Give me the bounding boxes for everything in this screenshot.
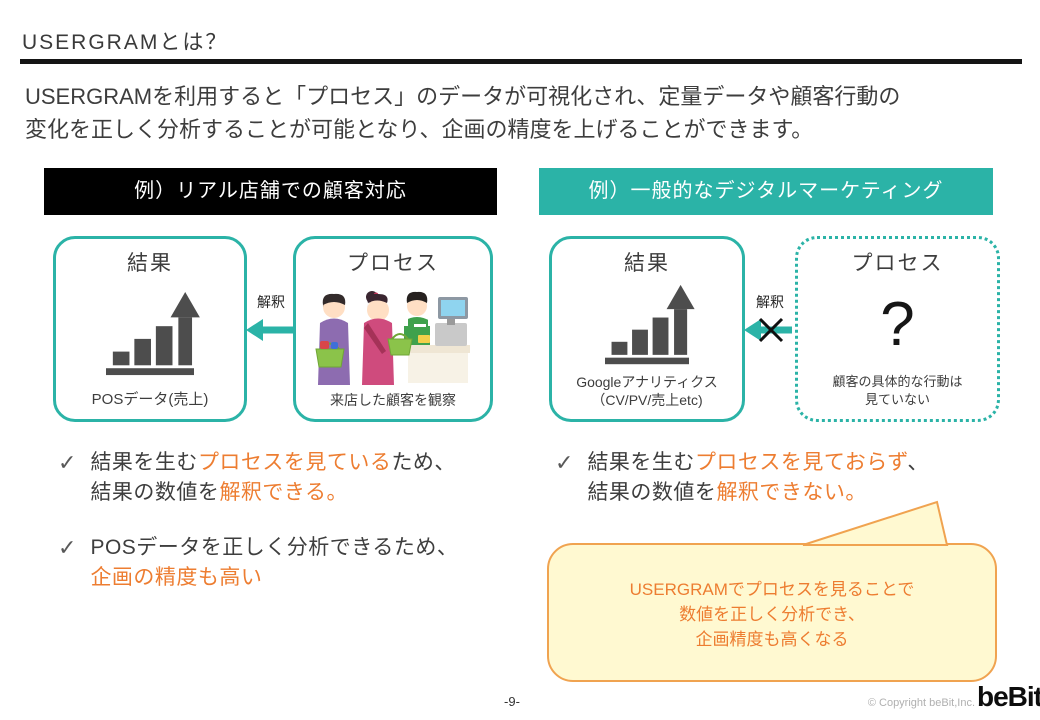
check-icon: ✓ — [58, 535, 77, 560]
title-divider — [20, 59, 1022, 64]
text-segment-orange: 企画の精度も高い — [90, 566, 263, 589]
left-bullet-2: ✓ POSデータを正しく分析できるため、 企画の精度も高い — [58, 533, 458, 593]
page-title: USERGRAMとは？ — [22, 31, 229, 54]
usergram-callout-bubble: USERGRAMでプロセスを見ることで 数値を正しく分析でき、 企画精度も高くな… — [547, 543, 997, 682]
right-arrow-label: 解釈 — [756, 294, 784, 310]
check-icon: ✓ — [555, 450, 574, 475]
left-column-header: 例）リアル店舗での顧客対応 — [44, 168, 497, 215]
right-column-header: 例）一般的なデジタルマーケティング — [539, 168, 993, 215]
cross-icon — [758, 317, 784, 343]
text-segment-orange: プロセスを見ている — [197, 451, 392, 474]
intro-text: USERGRAMを利用すると「プロセス」のデータが可視化され、定量データや顧客行… — [25, 80, 900, 146]
right-arrow-icon — [744, 319, 792, 341]
right-process-caption: 顧客の具体的な行動は 見ていない — [832, 373, 962, 409]
question-mark: ? — [880, 290, 915, 359]
page-number: -9- — [504, 694, 520, 709]
right-result-box: 結果 Googleアナリティクス （CV/PV/売上etc) — [549, 236, 745, 422]
text-segment: ため、 — [391, 451, 456, 474]
check-icon: ✓ — [58, 450, 77, 475]
left-bullet-1-text: 結果を生むプロセスを見ているため、 結果の数値を解釈できる。 — [90, 448, 456, 508]
text-segment: POSデータを正しく分析できるため、 — [90, 536, 459, 559]
right-process-title: プロセス — [851, 252, 944, 275]
right-result-caption-line2: （CV/PV/売上etc) — [591, 392, 703, 408]
left-bullet-1: ✓ 結果を生むプロセスを見ているため、 結果の数値を解釈できる。 — [58, 448, 456, 508]
text-segment: 結果の数値を — [587, 481, 717, 504]
text-segment: 結果を生む — [587, 451, 695, 474]
bar-chart-growth-icon — [106, 291, 200, 376]
bubble-tail — [802, 500, 949, 546]
bubble-line-1: USERGRAMでプロセスを見ることで — [629, 580, 915, 599]
text-segment: 、 — [907, 451, 929, 474]
bebit-logo: beBit — [977, 681, 1040, 712]
right-result-title: 結果 — [624, 252, 670, 275]
left-result-caption: POSデータ(売上) — [91, 391, 209, 408]
left-process-caption: 来店した顧客を観察 — [330, 392, 456, 408]
bar-chart-growth-icon — [605, 284, 695, 365]
right-bullet-1: ✓ 結果を生むプロセスを見ておらず、 結果の数値を解釈できない。 — [555, 448, 929, 508]
intro-line-2: 変化を正しく分析することが可能となり、企画の精度を上げることができます。 — [25, 117, 814, 142]
right-result-caption-line1: Googleアナリティクス — [576, 374, 718, 390]
right-bullet-1-text: 結果を生むプロセスを見ておらず、 結果の数値を解釈できない。 — [587, 448, 928, 508]
text-segment-orange: 解釈できない。 — [716, 481, 867, 504]
left-result-title: 結果 — [127, 252, 173, 275]
copyright-text: © Copyright beBit,Inc. — [867, 697, 975, 709]
right-process-caption-line2: 見ていない — [864, 392, 930, 407]
left-arrow-icon — [246, 319, 294, 341]
text-segment-orange: 解釈できる。 — [219, 481, 349, 504]
intro-line-1: USERGRAMを利用すると「プロセス」のデータが可視化され、定量データや顧客行… — [25, 84, 901, 109]
right-result-caption: Googleアナリティクス （CV/PV/売上etc) — [576, 373, 718, 409]
text-segment-orange: プロセスを見ておらず — [694, 451, 908, 474]
bubble-line-2: 数値を正しく分析でき、 — [679, 605, 865, 624]
right-process-box: プロセス ? 顧客の具体的な行動は 見ていない — [795, 236, 1000, 422]
text-segment: 結果の数値を — [90, 481, 220, 504]
left-process-title: プロセス — [347, 252, 439, 275]
text-segment: 結果を生む — [90, 451, 198, 474]
left-process-box: プロセス — [293, 236, 493, 422]
left-arrow-label: 解釈 — [257, 294, 285, 310]
left-result-box: 結果 POSデータ(売上) — [53, 236, 247, 422]
checkout-illustration — [315, 291, 470, 385]
bubble-line-3: 企画精度も高くなる — [695, 630, 849, 649]
right-process-caption-line1: 顧客の具体的な行動は — [832, 374, 963, 389]
left-bullet-2-text: POSデータを正しく分析できるため、 企画の精度も高い — [90, 533, 458, 593]
